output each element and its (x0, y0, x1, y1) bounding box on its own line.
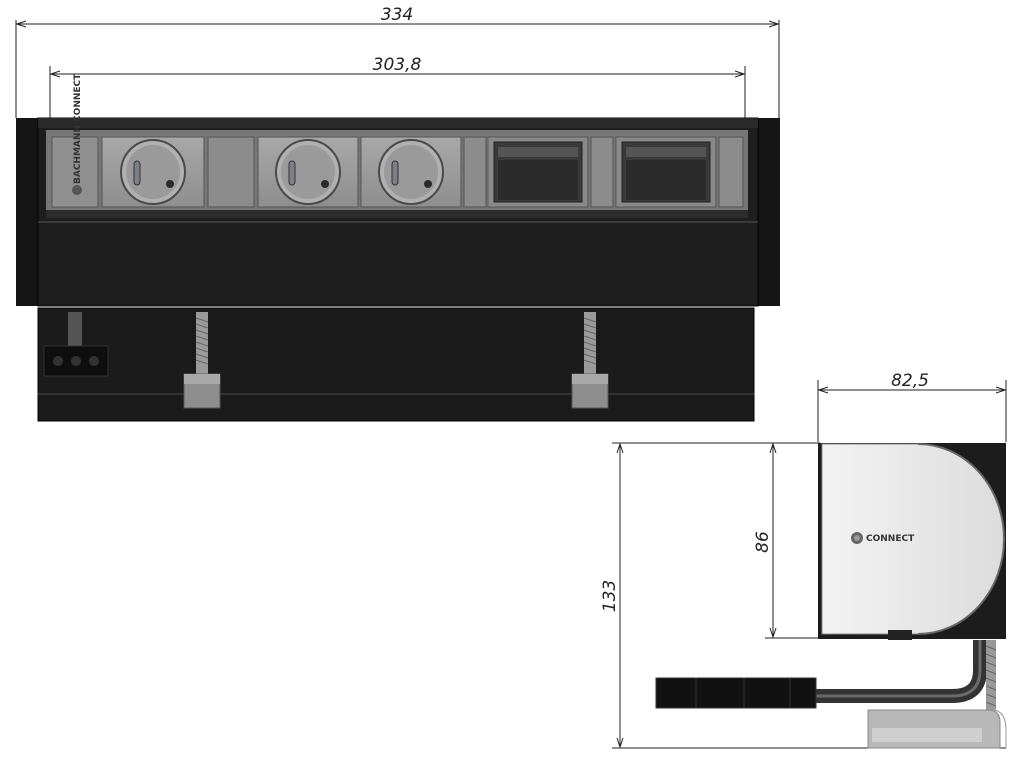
front-brand-label: BACHMANN CONNECT (73, 73, 83, 184)
side-brand: CONNECT (851, 532, 915, 544)
dimension-depth: 82,5 (817, 371, 1007, 442)
lower-housing (37, 307, 755, 422)
side-clamp-screw (985, 640, 997, 710)
power-socket-1 (101, 136, 205, 208)
side-cable-connector (655, 677, 817, 709)
dimension-inner-width-label: 303,8 (373, 55, 422, 75)
dimension-inner-width: 303,8 (49, 55, 746, 118)
blank-module-3 (590, 136, 614, 208)
side-power-cable (810, 640, 987, 703)
clamp-screw-2 (571, 312, 609, 409)
clamp-screw-1 (183, 312, 221, 409)
power-socket-3 (360, 136, 462, 208)
power-socket-2 (257, 136, 359, 208)
dimension-overall-width: 334 (15, 5, 780, 118)
housing-top-rim (38, 118, 758, 128)
front-view: 334 303,8 BACHMANN CONNECT (15, 5, 780, 422)
dimension-total-height-label: 133 (600, 580, 620, 612)
side-brand-label: CONNECT (866, 534, 915, 544)
blank-module-2 (463, 136, 487, 208)
side-view: 82,5 86 133 CONNECT (600, 371, 1007, 749)
dimension-overall-width-label: 334 (381, 5, 413, 25)
cable-connector (43, 345, 109, 377)
brand-tile: BACHMANN CONNECT (51, 73, 99, 208)
power-cable-stub (68, 312, 82, 348)
blank-module-4 (718, 136, 744, 208)
dimension-lid-height-label: 86 (753, 531, 773, 553)
dimension-total-height: 133 (600, 442, 1006, 749)
blank-module-1 (207, 136, 255, 208)
dimension-depth-label: 82,5 (891, 371, 929, 391)
data-module-2 (615, 136, 717, 208)
data-module-1 (487, 136, 589, 208)
